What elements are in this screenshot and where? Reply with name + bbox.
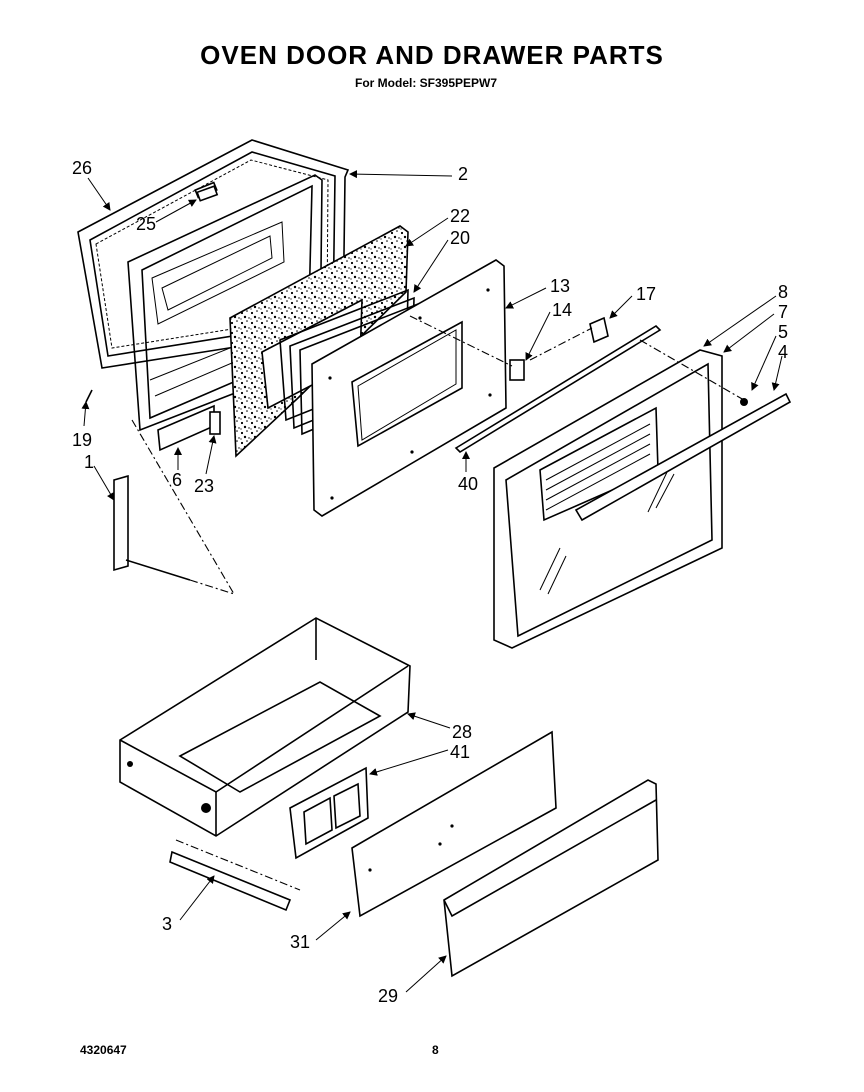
callout-17: 17 [636,284,656,304]
part-17-clip [589,316,609,344]
part-41-drawer-bracket [289,766,369,860]
callout-5: 5 [778,322,788,342]
part-19-screw [85,389,93,403]
callout-41: 41 [450,742,470,762]
leader-5 [751,335,777,391]
part-3-drawer-slide [169,839,301,912]
leader-8 [703,295,777,347]
page-number: 8 [432,1043,439,1057]
callout-40: 40 [458,474,478,494]
callout-3: 3 [162,914,172,934]
leader-23 [205,435,217,475]
callout-8: 8 [778,282,788,302]
callout-25: 25 [136,214,156,234]
callout-2: 2 [458,164,468,184]
leader-17 [609,295,633,319]
callout-22: 22 [450,206,470,226]
callout-14: 14 [552,300,572,320]
leader-13 [505,287,547,309]
leader-2 [349,170,453,179]
part-25-clip [196,185,219,202]
assembly-line [529,327,593,361]
part-23-bracket [209,411,221,435]
leader-1 [93,465,115,501]
part-14-bracket [509,359,525,381]
leader-22 [405,217,449,247]
leader-7 [723,313,775,353]
diagram-title: OVEN DOOR AND DRAWER PARTS [200,40,664,70]
document-number: 4320647 [80,1043,127,1057]
callout-26: 26 [72,158,92,178]
leader-3 [179,875,215,921]
part-40-trim-strip [454,324,662,454]
callout-7: 7 [778,302,788,322]
leader-4 [771,355,783,391]
model-subtitle: For Model: SF395PEPW7 [355,76,498,90]
leader-29 [405,955,447,993]
leader-31 [315,911,351,941]
assembly-line [189,579,235,595]
leader-25 [155,199,197,223]
callout-19: 19 [72,430,92,450]
part-13-outer-door-glass [311,259,507,517]
part-26-door-gasket-frame [77,139,350,369]
part-29-drawer-front-panel [443,779,659,978]
callout-20: 20 [450,228,470,248]
callout-13: 13 [550,276,570,296]
leader-14 [525,311,551,361]
assembly-line [131,419,235,595]
callout-28: 28 [452,722,472,742]
part-28-drawer [119,617,411,837]
callout-1: 1 [84,452,94,472]
part-4-door-handle [574,392,792,522]
leader-26 [87,177,111,211]
part-1-hinge [113,474,191,581]
leader-20 [413,239,449,293]
leader-19 [81,401,90,427]
callout-6: 6 [172,470,182,490]
assembly-line [409,315,513,367]
part-31-drawer-front-inner [351,730,557,918]
callout-29: 29 [378,986,398,1006]
callout-4: 4 [778,342,788,362]
leader-41 [369,749,449,776]
callout-31: 31 [290,932,310,952]
assembly-line [639,339,745,401]
callout-23: 23 [194,476,214,496]
leader-28 [407,712,451,729]
